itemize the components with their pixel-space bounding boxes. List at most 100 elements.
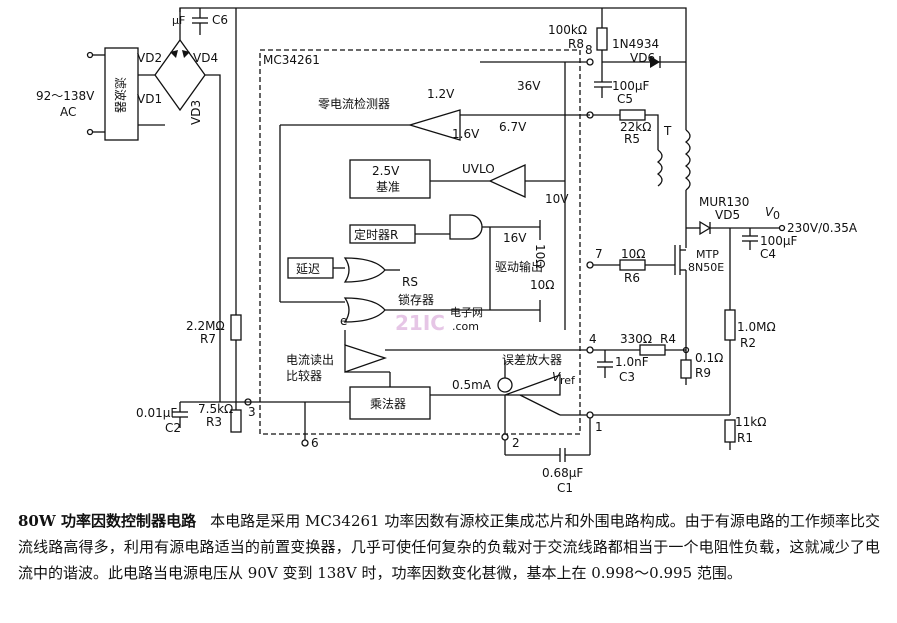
- label-c2: C2: [165, 421, 181, 435]
- label-r2: R2: [740, 336, 756, 350]
- label-vo: V: [765, 205, 774, 219]
- label-r7: R7: [200, 332, 216, 346]
- label-r4: R4: [660, 332, 676, 346]
- watermark-cn: 电子网: [450, 306, 483, 319]
- label-pin4: 4: [589, 332, 597, 346]
- label-r1: R1: [737, 431, 753, 445]
- r5-resistor: [619, 109, 646, 121]
- transformer-secondary: [656, 149, 663, 187]
- label-r3-value: 7.5kΩ: [198, 402, 233, 416]
- schematic-diagram: 21IC 电子网 .com C6 μF VD2 VD4 VD1 VD3 92～1…: [36, 7, 858, 495]
- label-10v: 10V: [545, 192, 569, 206]
- r2-resistor: [724, 309, 736, 341]
- label-multiplier: 乘法器: [370, 397, 406, 411]
- caption: 80W 功率因数控制器电路本电路是采用 MC34261 功率因数有源校正集成芯片…: [18, 508, 880, 586]
- label-pin3: 3: [248, 405, 256, 419]
- zcd-comparator: [407, 109, 461, 141]
- label-vref-sub: ref: [560, 374, 576, 387]
- caption-title: 80W 功率因数控制器电路: [18, 512, 197, 530]
- label-r6: R6: [624, 271, 640, 285]
- label-c4: C4: [760, 247, 776, 261]
- label-r5: R5: [624, 132, 640, 146]
- r7-resistor: [230, 314, 242, 341]
- label-r9: R9: [695, 366, 711, 380]
- label-c5-value: 100μF: [612, 79, 650, 93]
- label-r2-value: 1.0MΩ: [737, 320, 776, 334]
- label-ac: AC: [60, 105, 76, 119]
- label-r4-value: 330Ω: [620, 332, 652, 346]
- label-drive: 驱动输出: [495, 259, 543, 274]
- label-delay: 延迟: [296, 262, 320, 276]
- label-pin6: 6: [311, 436, 319, 450]
- label-ref: 2.5V: [372, 164, 400, 178]
- label-pin2: 2: [512, 436, 520, 450]
- label-uvlo: UVLO: [462, 162, 495, 176]
- vd5-diode: [699, 220, 712, 236]
- label-timer: 定时器R: [354, 227, 398, 242]
- ref-box: [349, 159, 431, 199]
- label-c4-value: 100μF: [760, 234, 798, 248]
- label-cs-comparator-2: 比较器: [286, 368, 322, 383]
- label-vd4: VD4: [193, 51, 218, 65]
- label-0-5ma: 0.5mA: [452, 378, 492, 392]
- label-vd5: VD5: [715, 208, 740, 222]
- label-vd2: VD2: [137, 51, 162, 65]
- latch-gate-2: [343, 297, 386, 323]
- label-r1-value: 11kΩ: [735, 415, 766, 429]
- wire-top-rail: [179, 7, 687, 130]
- label-mtp: MTP: [696, 248, 719, 261]
- label-vd3: VD3: [189, 100, 203, 125]
- label-10ohm-a: 10Ω: [533, 244, 547, 268]
- label-filter: 滤波器: [113, 77, 127, 113]
- r1-resistor: [724, 419, 736, 443]
- r4-resistor: [639, 344, 666, 356]
- label-c2-value: 0.01μF: [136, 406, 177, 420]
- label-uf: μF: [172, 14, 185, 27]
- current-source: [497, 377, 513, 393]
- bridge-rectifier: [154, 38, 206, 112]
- label-vout: 230V/0.35A: [787, 221, 858, 235]
- label-16v: 16V: [503, 231, 527, 245]
- label-1-6v: 1.6V: [452, 127, 480, 141]
- label-rs: RS: [402, 275, 418, 289]
- label-e: e: [340, 314, 347, 328]
- label-c1: C1: [557, 481, 573, 495]
- label-mtp-part: 8N50E: [688, 261, 724, 274]
- label-1-2v: 1.2V: [427, 87, 455, 101]
- label-r7-value: 2.2MΩ: [186, 319, 225, 333]
- uvlo-comparator: [488, 163, 526, 199]
- r8-resistor: [596, 27, 608, 51]
- label-10ohm-b: 10Ω: [530, 278, 554, 292]
- label-r9-value: 0.1Ω: [695, 351, 723, 365]
- label-vd1: VD1: [137, 92, 162, 106]
- label-r5-value: 22kΩ: [620, 120, 651, 134]
- label-c6: C6: [212, 13, 228, 27]
- label-6-7v: 6.7V: [499, 120, 527, 134]
- label-c3: C3: [619, 370, 635, 384]
- r6-resistor: [619, 259, 646, 271]
- label-t: T: [663, 124, 672, 138]
- watermark-site: .com: [452, 320, 479, 333]
- label-cs-comparator-1: 电流读出: [286, 353, 334, 367]
- label-ref-cn: 基准: [376, 180, 400, 194]
- label-ic: MC34261: [263, 53, 320, 67]
- label-pin1: 1: [595, 420, 603, 434]
- caption-body: 本电路是采用 MC34261 功率因数有源校正集成芯片和外围电路构成。由于有源电…: [18, 512, 880, 582]
- cs-comparator: [344, 344, 388, 373]
- label-r8-value: 100kΩ: [548, 23, 587, 37]
- label-error-amp: 误差放大器: [502, 352, 562, 367]
- label-36v: 36V: [517, 79, 541, 93]
- label-r3: R3: [206, 415, 222, 429]
- r9-resistor: [680, 359, 692, 379]
- label-c5: C5: [617, 92, 633, 106]
- watermark-logo: 21IC: [395, 311, 445, 335]
- label-latch: 锁存器: [398, 292, 434, 307]
- label-r8: R8: [568, 37, 584, 51]
- label-vd6-part: 1N4934: [612, 37, 659, 51]
- label-input-voltage: 92～138V: [36, 89, 95, 103]
- label-pin7: 7: [595, 247, 603, 261]
- error-amplifier: [504, 374, 561, 396]
- transformer-primary: [684, 129, 691, 191]
- label-vo-sub: 0: [773, 209, 780, 222]
- label-r6-value: 10Ω: [621, 247, 645, 261]
